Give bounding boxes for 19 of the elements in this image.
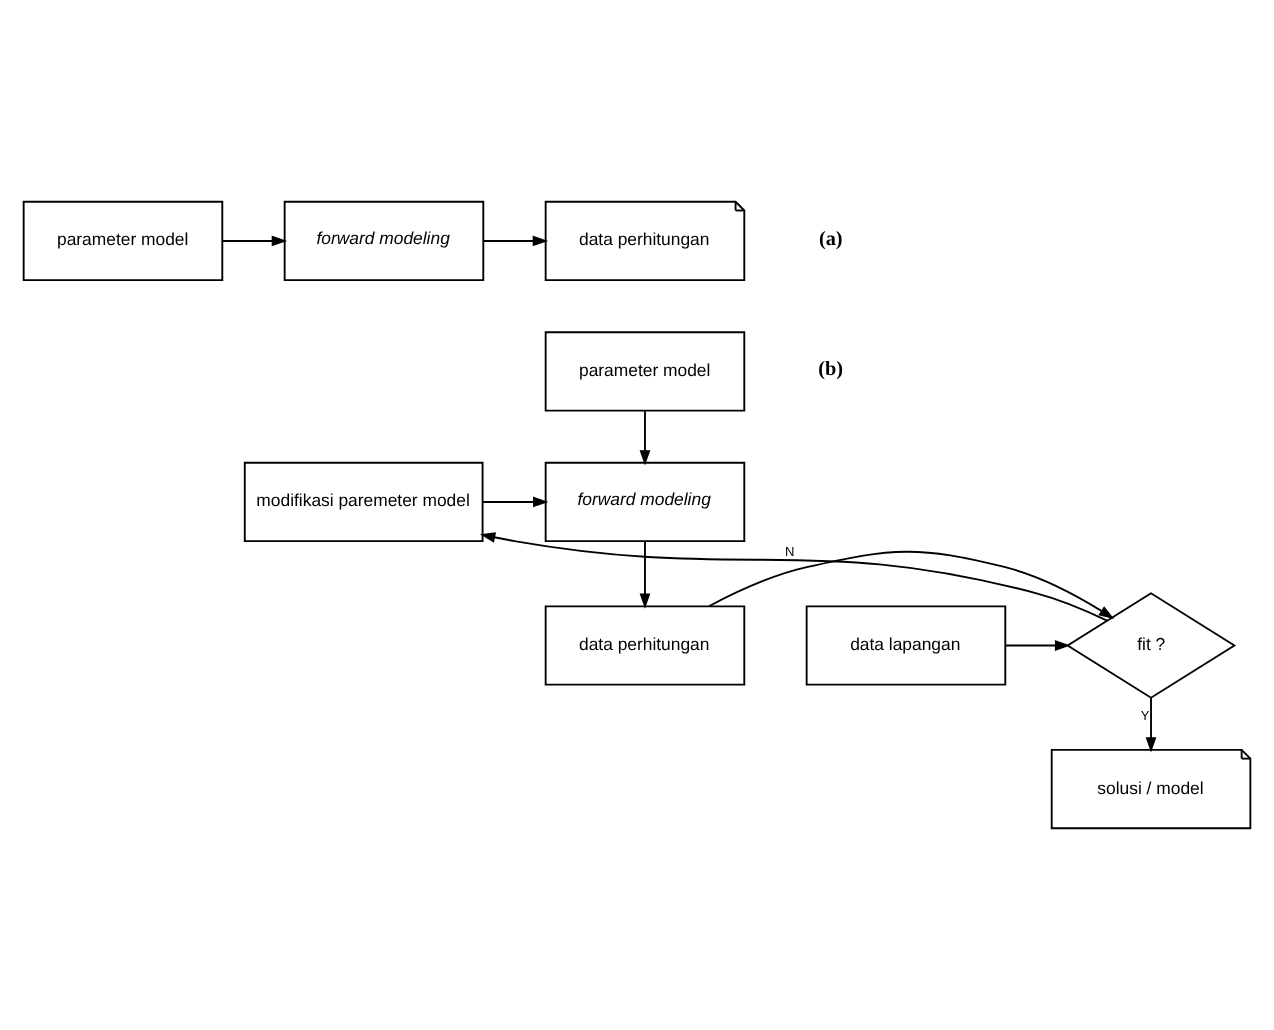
arrow [1004,640,1071,651]
node-diamond: fit ? [1065,592,1237,699]
arrow [482,235,549,247]
arrow [639,540,651,609]
arrow [708,550,1115,620]
arrow [479,532,1108,622]
node-box: parameter model [544,331,746,412]
arrow [481,496,549,508]
node-box: modifikasi paremeter model [243,461,484,543]
node-box: forward modeling [283,200,485,282]
node-box: parameter model [22,200,224,282]
node-box: data perhitungan [544,605,746,686]
arrow [1145,696,1157,753]
label: (b) [818,359,844,382]
node-box: forward modeling [544,461,746,543]
label: (a) [818,228,843,251]
arrow [221,235,288,247]
node-box: data lapangan [805,605,1007,686]
arrow [639,410,651,466]
